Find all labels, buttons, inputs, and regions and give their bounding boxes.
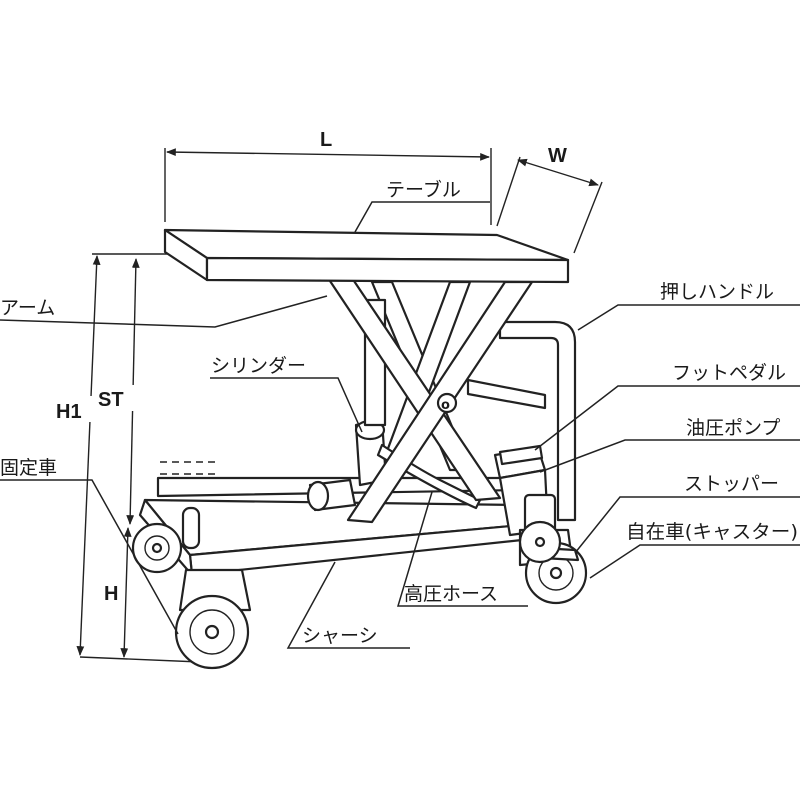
dimension-width: W <box>496 145 603 254</box>
dimension-height-label: H <box>104 583 118 605</box>
leader-push-handle <box>577 304 800 331</box>
leader-stopper <box>574 496 800 554</box>
roller-bar <box>306 478 357 512</box>
table <box>163 228 570 284</box>
chassis <box>138 498 524 577</box>
leader-table <box>354 201 490 233</box>
part-labels: テーブル アーム シリンダー 固定車 押しハンドル フットペダル 油圧ポンプ ス… <box>0 178 798 647</box>
label-stopper: ストッパー <box>684 473 779 495</box>
dimension-length-label: L <box>320 129 332 151</box>
label-foot-pedal: フットペダル <box>672 362 786 384</box>
label-caster: 自在車(キャスター) <box>626 521 798 543</box>
leader-cylinder <box>210 377 363 433</box>
leader-hydraulic-pump <box>539 439 800 473</box>
leader-foot-pedal <box>534 385 800 451</box>
leader-chassis <box>286 561 410 649</box>
leader-hose <box>396 491 528 607</box>
label-cylinder: シリンダー <box>211 355 306 377</box>
leader-arm <box>0 295 328 328</box>
label-arm: アーム <box>0 297 55 319</box>
dimension-stroke-label: ST <box>98 389 124 411</box>
dimension-stroke: ST <box>96 258 140 525</box>
caster-rear-right <box>518 520 562 564</box>
dimension-height: H <box>104 527 132 658</box>
leader-lines <box>0 201 800 649</box>
fixed-wheel-rear-left <box>131 522 183 574</box>
label-push-handle: 押しハンドル <box>660 281 774 303</box>
dimension-length: L <box>164 129 492 225</box>
dimension-width-label: W <box>548 145 567 167</box>
pivot-mark: o <box>441 398 450 413</box>
dimension-h1-label: H1 <box>56 401 82 423</box>
leader-fixed-wheel <box>0 479 179 635</box>
foot-pedal <box>498 444 544 466</box>
push-handle <box>466 320 577 522</box>
label-fixed-wheel: 固定車 <box>0 457 57 479</box>
label-table: テーブル <box>386 178 461 201</box>
leader-caster <box>589 544 800 579</box>
label-high-pressure-hose: 高圧ホース <box>404 583 498 605</box>
fixed-wheel-front-left <box>174 568 252 670</box>
label-hydraulic-pump: 油圧ポンプ <box>686 417 780 439</box>
label-chassis: シャーシ <box>302 625 378 647</box>
